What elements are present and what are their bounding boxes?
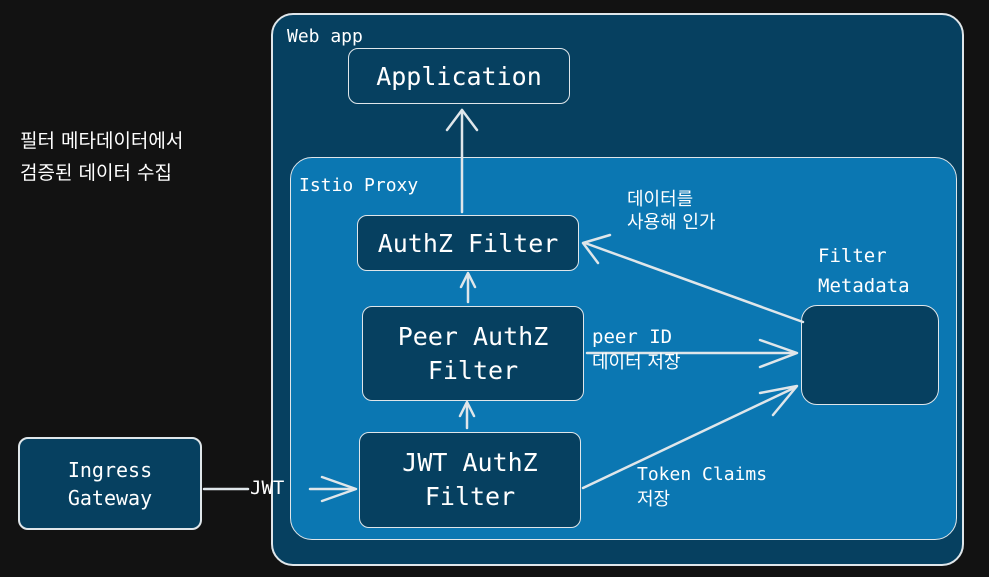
peer-authz-filter-node: Peer AuthZ Filter <box>362 306 584 401</box>
arrowhead-peer <box>458 400 476 418</box>
ingress-gateway-label-2: Gateway <box>67 485 153 510</box>
authz-filter-node: AuthZ Filter <box>357 215 579 271</box>
istio-proxy-label: Istio Proxy <box>299 175 419 196</box>
authz-filter-label: AuthZ Filter <box>377 228 559 258</box>
arrowhead-metadata-peer <box>758 338 799 369</box>
filter-metadata-label: Filter Metadata <box>818 241 910 301</box>
peer-id-edge-label: peer ID 데이터 저장 <box>592 326 681 374</box>
arrow-metadata-to-authz <box>583 241 805 324</box>
side-note-line-2: 검증된 데이터 수집 <box>20 162 172 184</box>
token-claims-store-text: 저장 <box>637 489 671 510</box>
jwt-authz-filter-label-2: Filter <box>424 482 516 511</box>
ingress-gateway-label-1: Ingress <box>67 457 153 482</box>
arrow-jwt-to-metadata <box>581 385 798 490</box>
ingress-gateway-node: Ingress Gateway <box>18 437 202 530</box>
arrowhead-authz <box>459 271 477 289</box>
token-claims-text: Token Claims <box>637 464 768 485</box>
side-note: 필터 메타데이터에서 검증된 데이터 수집 <box>20 125 183 189</box>
arrowhead-application <box>445 108 479 132</box>
web-app-label: Web app <box>287 26 363 47</box>
jwt-authz-filter-label-1: JWT AuthZ <box>402 448 538 477</box>
use-data-text-1: 데이터를 <box>627 189 694 210</box>
jwt-edge-label: JWT <box>250 477 285 499</box>
filter-metadata-label-2: Metadata <box>818 275 910 297</box>
jwt-authz-filter-node: JWT AuthZ Filter <box>359 432 581 528</box>
token-claims-edge-label: Token Claims 저장 <box>637 464 767 511</box>
peer-authz-filter-label-2: Filter <box>427 355 519 385</box>
side-note-line-1: 필터 메타데이터에서 <box>20 130 184 152</box>
filter-metadata-store <box>801 305 939 405</box>
application-node: Application <box>348 48 570 104</box>
application-label: Application <box>376 61 542 91</box>
peer-authz-filter-label-1: Peer AuthZ <box>397 321 549 351</box>
peer-id-text: peer ID <box>592 326 673 348</box>
arrowhead-authz-from-metadata <box>581 233 612 265</box>
filter-metadata-label-1: Filter <box>818 245 887 267</box>
arrowhead-jwt <box>320 475 358 503</box>
peer-id-store-text: 데이터 저장 <box>592 352 681 373</box>
use-data-edge-label: 데이터를 사용해 인가 <box>627 188 716 235</box>
use-data-text-2: 사용해 인가 <box>627 212 716 234</box>
arrowhead-metadata-jwt <box>758 384 799 417</box>
